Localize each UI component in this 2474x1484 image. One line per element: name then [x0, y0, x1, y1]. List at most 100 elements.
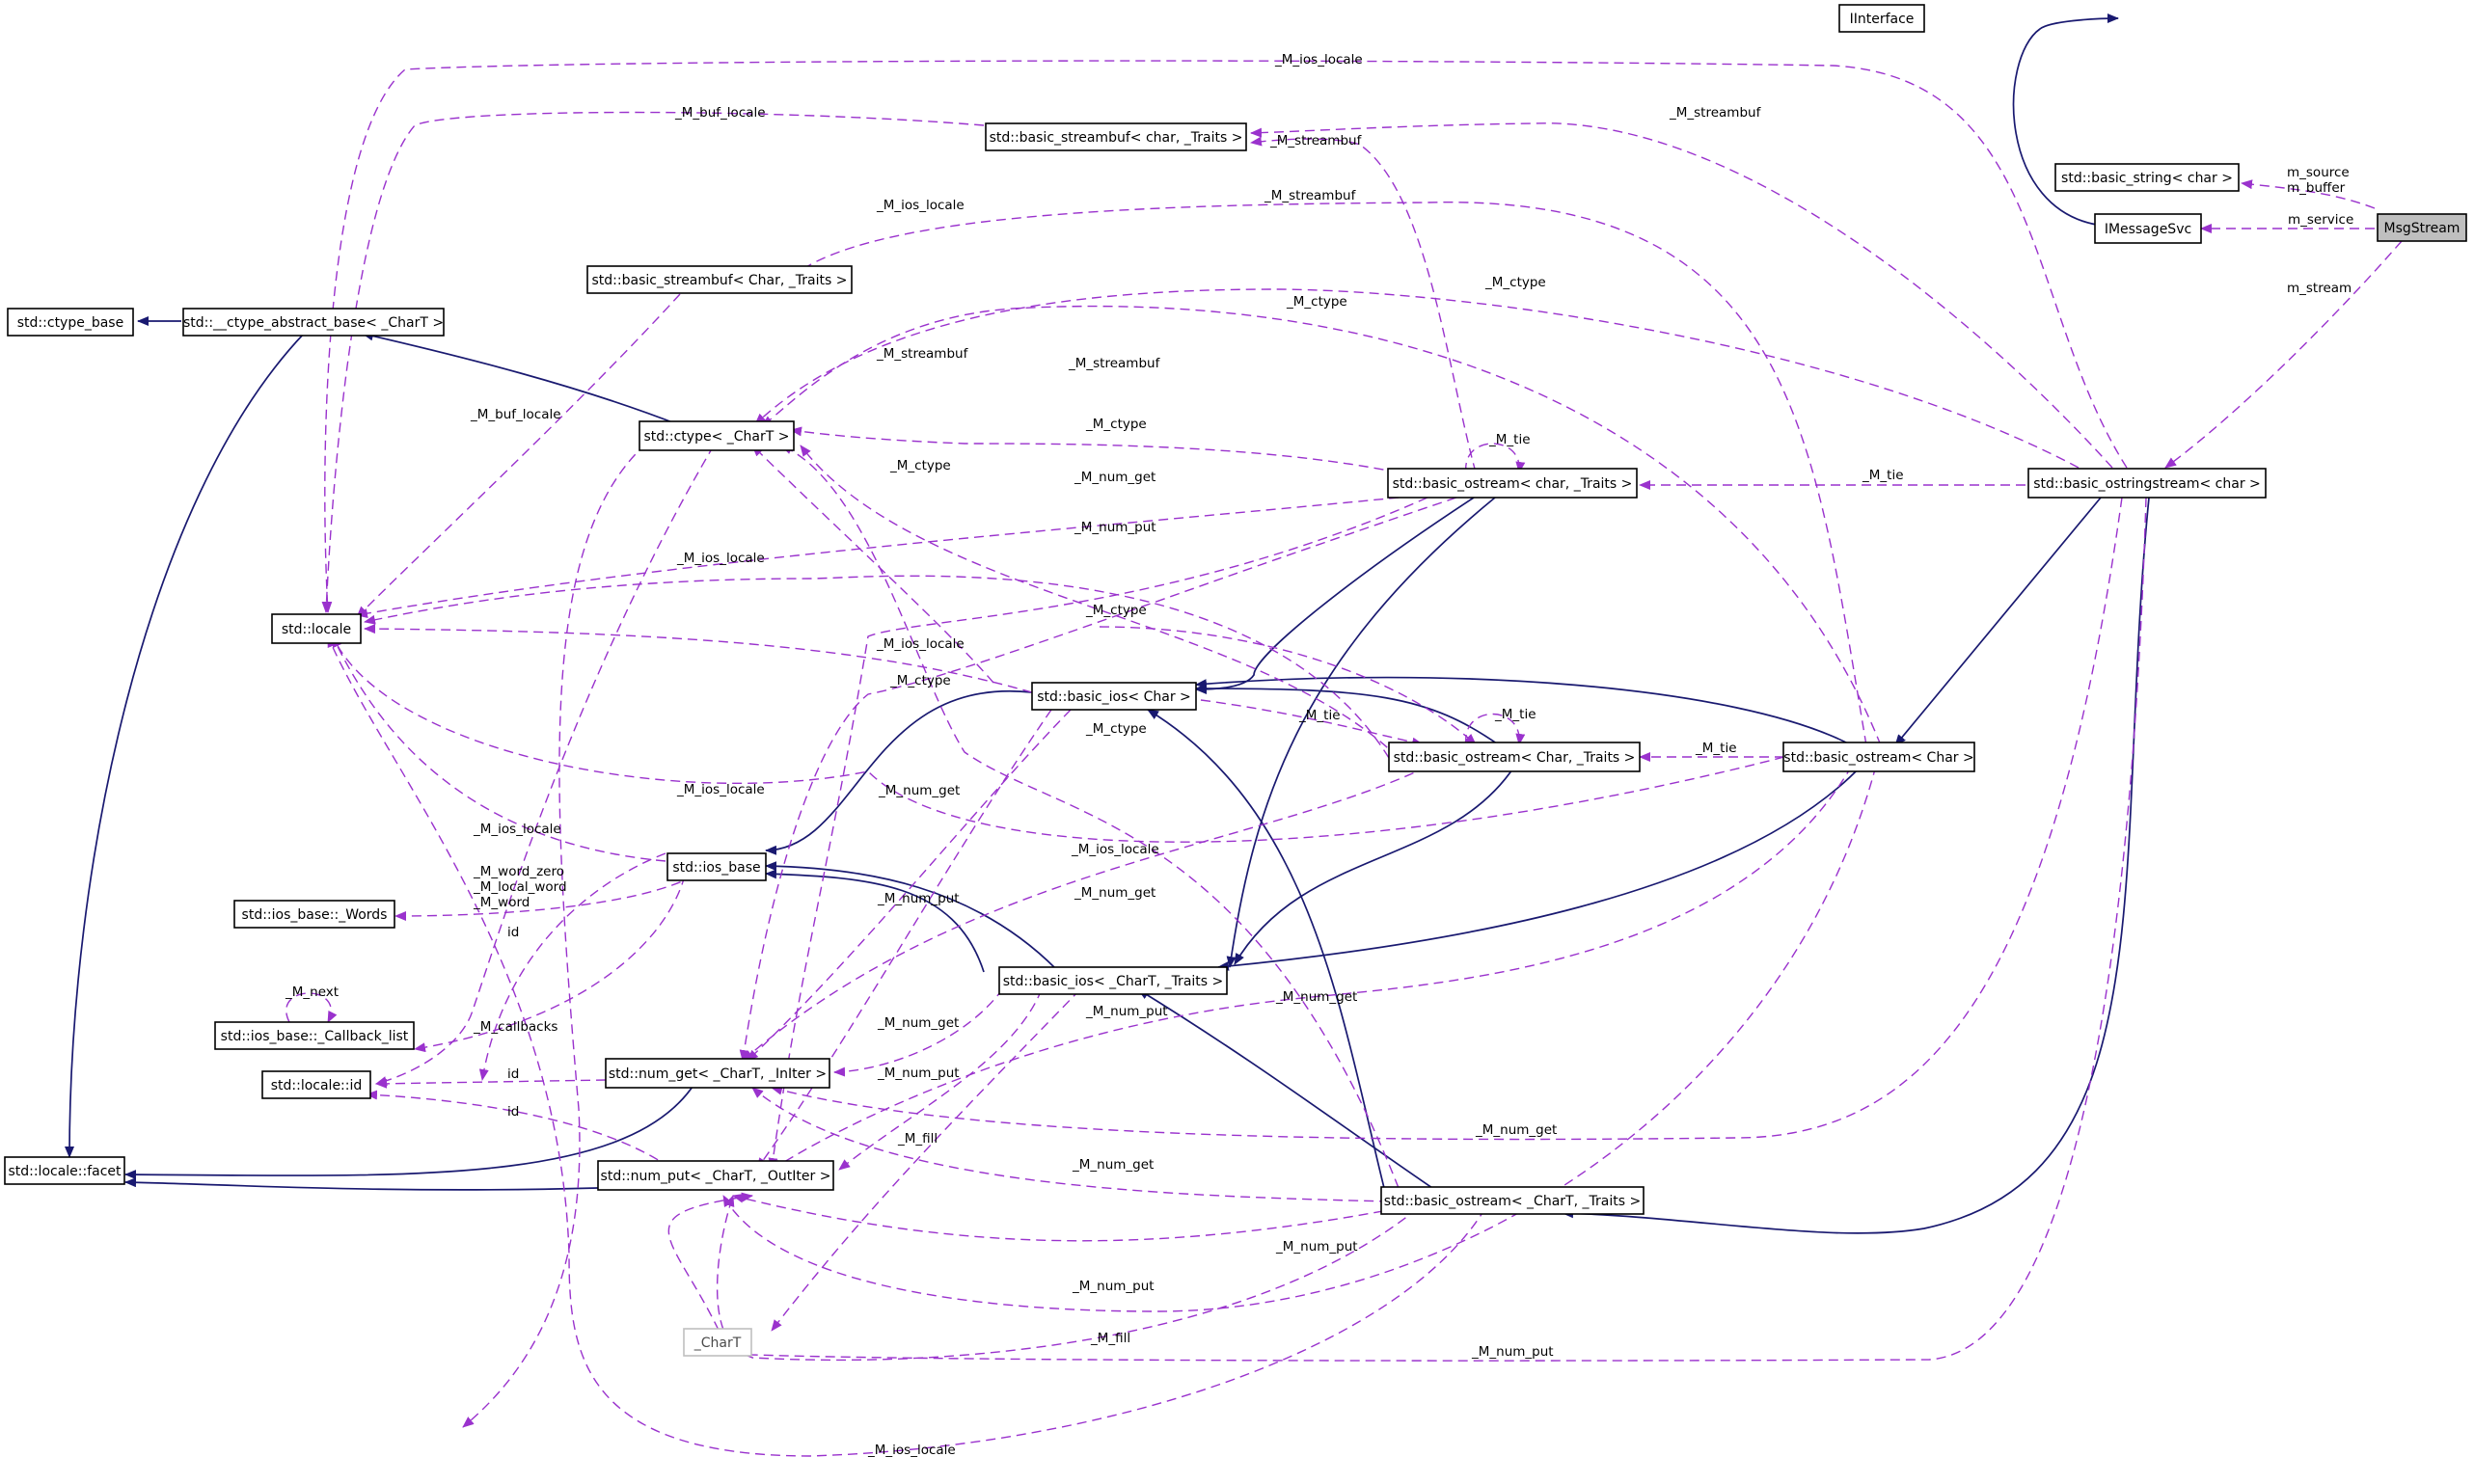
- node-locale-id-box: [261, 1070, 371, 1099]
- edge-ostream-Char-ctype: [761, 305, 1882, 746]
- label-callbacks: _M_callbacks: [473, 1019, 557, 1035]
- edge-ostringstream-num-get: [771, 497, 2123, 1141]
- node-basic-ios-CharT-traits[interactable]: std::basic_ios< _CharT, _Traits >: [998, 966, 1228, 995]
- label-ctype-3: _M_ctype: [1085, 417, 1147, 432]
- node-ctype-abstract-base-box: [182, 308, 445, 337]
- node-ostream-Char-traits[interactable]: std::basic_ostream< Char, _Traits >: [1388, 742, 1641, 772]
- node-ostringstream-label: std::basic_ostringstream< char >: [2033, 476, 2261, 492]
- edge-ostream-Char-num-put: [771, 765, 1853, 1171]
- label-num-get-3: _M_num_get: [1074, 885, 1155, 901]
- nodes: IInterface std::basic_string< char > IMe…: [4, 4, 2467, 1357]
- node-ios-base-label: std::ios_base: [672, 860, 760, 876]
- node-basic-string-box: [2054, 163, 2240, 192]
- node-locale-box: [271, 613, 362, 644]
- node-ostream-Char-traits-label: std::basic_ostream< Char, _Traits >: [1394, 750, 1636, 766]
- edge-ostream-Char-traits-to-basic-ios-CharT: [1234, 766, 1515, 965]
- edge-ostream-Char-traits-ctype: [800, 445, 1400, 759]
- label-m-source-line-2: m_buffer: [2287, 180, 2346, 196]
- edge-ostringstream-locale-ios: [322, 60, 2128, 613]
- node-locale-id-label: std::locale::id: [271, 1078, 363, 1093]
- label-streambuf-4: _M_streambuf: [876, 346, 969, 362]
- node-streambuf-Char-traits-label: std::basic_streambuf< Char, _Traits >: [592, 273, 848, 288]
- node-ostream-char-traits-label: std::basic_ostream< char, _Traits >: [1393, 476, 1633, 492]
- node-imessagesvc[interactable]: IMessageSvc: [2094, 213, 2202, 244]
- edge-ostream-char-ctype: [790, 426, 1400, 473]
- edge-msgstream-ostringstream: [2164, 240, 2403, 469]
- edge-msgstream-basic-string: [2241, 179, 2376, 209]
- label-ctype-6: _M_ctype: [889, 673, 951, 688]
- node-num-get-box: [605, 1058, 830, 1089]
- node-callback-list[interactable]: std::ios_base::_Callback_list: [214, 1021, 415, 1050]
- label-streambuf-2: _M_streambuf: [1269, 133, 1363, 148]
- label-num-put-6: _M_num_put: [1072, 1279, 1155, 1294]
- label-num-put-7: _M_num_put: [1471, 1344, 1554, 1360]
- label-word-group: _M_word_zero_M_local_word_M_word: [473, 864, 567, 910]
- node-streambuf-Char-traits[interactable]: std::basic_streambuf< Char, _Traits >: [586, 265, 853, 294]
- label-num-put-3: _M_num_put: [1085, 1004, 1168, 1019]
- node-ios-base-box: [666, 852, 767, 881]
- label-ios-locale-3: _M_ios_locale: [676, 551, 765, 566]
- node-basic-ios-Char-box: [1031, 682, 1197, 711]
- edge-ostream-Char-num-put-2: [722, 765, 1877, 1312]
- node-streambuf-char-traits[interactable]: std::basic_streambuf< char, _Traits >: [985, 122, 1247, 151]
- edge-basic-ios-CharT-to-ios-base-2: [765, 869, 985, 973]
- label-ios-locale-6: _M_ios_locale: [473, 822, 561, 837]
- label-num-put-4: _M_num_put: [877, 1066, 960, 1081]
- label-next: _M_next: [285, 985, 339, 1000]
- edge-ostream-Char-traits-tie-self: [1465, 713, 1526, 745]
- edge-ostringstream-streambuf-char: [1250, 122, 2113, 469]
- edge-ostream-Char-traits-num-get: [742, 766, 1428, 1062]
- node-ostream-CharT-traits[interactable]: std::basic_ostream< _CharT, _Traits >: [1380, 1186, 1645, 1215]
- node-iinterface[interactable]: IInterface: [1838, 4, 1925, 33]
- edge-ctype-to-ctype-abstract: [362, 331, 681, 426]
- label-id-2: id: [507, 1066, 519, 1082]
- label-buf-locale-2: _M_buf_locale: [470, 407, 561, 422]
- edge-ostream-Char-locale: [332, 635, 1785, 843]
- edge-imessagesvc-to-iinterface: [2012, 13, 2119, 227]
- node-ctype-base-label: std::ctype_base: [17, 315, 123, 331]
- label-fill-1: _M_fill: [897, 1131, 938, 1147]
- node-locale[interactable]: std::locale: [271, 613, 362, 644]
- node-ostream-Char[interactable]: std::basic_ostream< Char >: [1782, 742, 1975, 772]
- edge-num-put-locale-id: [366, 1090, 695, 1189]
- label-tie-5: _M_tie: [1695, 741, 1737, 756]
- node-basic-string[interactable]: std::basic_string< char >: [2054, 163, 2240, 192]
- label-tie-4: _M_tie: [1298, 708, 1341, 723]
- edge-basic-ios-Char-to-ios-base: [765, 689, 1033, 855]
- node-ios-words-box: [233, 900, 395, 929]
- edge-num-get-locale-id: [375, 1078, 607, 1089]
- label-num-get-6: _M_num_get: [1475, 1122, 1557, 1138]
- node-ios-base[interactable]: std::ios_base: [666, 852, 767, 881]
- node-locale-facet[interactable]: std::locale::facet: [4, 1156, 125, 1185]
- node-num-get[interactable]: std::num_get< _CharT, _InIter >: [605, 1058, 830, 1089]
- node-ostringstream[interactable]: std::basic_ostringstream< char >: [2027, 468, 2267, 499]
- label-num-get-5: _M_num_get: [877, 1015, 959, 1031]
- edge-ostream-CharT-num-get: [751, 1087, 1390, 1202]
- node-num-put[interactable]: std::num_put< _CharT, _OutIter >: [597, 1160, 834, 1191]
- node-imessagesvc-label: IMessageSvc: [2105, 222, 2191, 237]
- node-locale-id[interactable]: std::locale::id: [261, 1070, 371, 1099]
- node-basic-ios-Char[interactable]: std::basic_ios< Char >: [1031, 682, 1197, 711]
- node-ostream-Char-box: [1782, 742, 1975, 772]
- label-m-source-line-1: m_source: [2287, 165, 2350, 180]
- node-ctype[interactable]: std::ctype< _CharT >: [639, 420, 795, 451]
- node-msgstream-label: MsgStream: [2384, 221, 2460, 236]
- node-ctype-label: std::ctype< _CharT >: [644, 429, 790, 445]
- node-chart[interactable]: _CharT: [683, 1328, 752, 1357]
- node-ostream-Char-traits-box: [1388, 742, 1641, 772]
- node-ios-words[interactable]: std::ios_base::_Words: [233, 900, 395, 929]
- edge-ios-base-locale: [332, 635, 666, 862]
- node-msgstream-box: [2377, 213, 2467, 242]
- node-ostream-char-traits[interactable]: std::basic_ostream< char, _Traits >: [1387, 468, 1638, 499]
- node-streambuf-char-traits-label: std::basic_streambuf< char, _Traits >: [990, 130, 1243, 146]
- node-ctype-base[interactable]: std::ctype_base: [7, 308, 134, 337]
- label-local-word: _M_local_word: [473, 879, 567, 895]
- edge-ostream-char-tie-self: [1465, 443, 1526, 473]
- edge-streambuf-char-locale: [321, 111, 985, 613]
- node-ctype-abstract-base[interactable]: std::__ctype_abstract_base< _CharT >: [182, 308, 445, 337]
- node-msgstream[interactable]: MsgStream: [2377, 213, 2467, 242]
- node-ostringstream-box: [2027, 468, 2267, 499]
- edge-basic-ios-Char-num-get: [747, 709, 1072, 1062]
- label-tie-1: _M_tie: [1488, 432, 1531, 447]
